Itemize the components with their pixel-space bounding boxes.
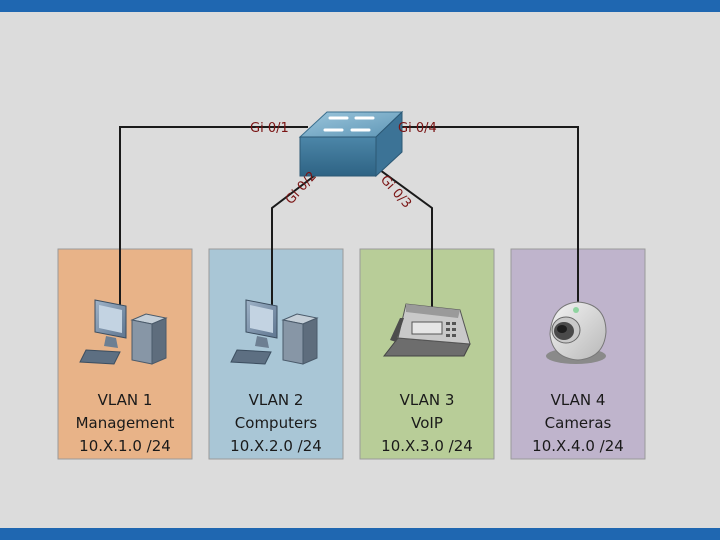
ip-phone-icon (382, 303, 471, 357)
vlan-box (57, 248, 193, 460)
computer-icon (230, 299, 319, 365)
port-label-gi0-4: Gi 0/4 (398, 121, 437, 136)
vlan-subnet: 10.X.2.0 /24 (230, 437, 322, 455)
link-gi0-2 (271, 169, 323, 318)
computer-icon (79, 299, 168, 365)
vlan-description: Management (76, 414, 175, 432)
vlan-description: Computers (235, 414, 318, 432)
vlan-description: VoIP (411, 414, 443, 432)
vlan-name: VLAN 4 (551, 391, 606, 409)
vlan-subnet: 10.X.3.0 /24 (381, 437, 473, 455)
vlan-subnet: 10.X.4.0 /24 (532, 437, 624, 455)
link-gi0-1 (119, 126, 308, 318)
vlan-name: VLAN 2 (249, 391, 304, 409)
vlan-box (208, 248, 344, 460)
link-gi0-3 (379, 169, 433, 312)
network-switch-icon (298, 110, 404, 178)
vlan-name: VLAN 1 (98, 391, 153, 409)
vlan-description: Cameras (545, 414, 612, 432)
port-label-gi0-1: Gi 0/1 (250, 121, 289, 136)
link-gi0-4 (398, 126, 579, 318)
bottom-band (0, 528, 720, 540)
camera-icon (546, 301, 607, 364)
vlan-subnet: 10.X.1.0 /24 (79, 437, 171, 455)
vlan-name: VLAN 3 (400, 391, 455, 409)
top-band (0, 0, 720, 12)
